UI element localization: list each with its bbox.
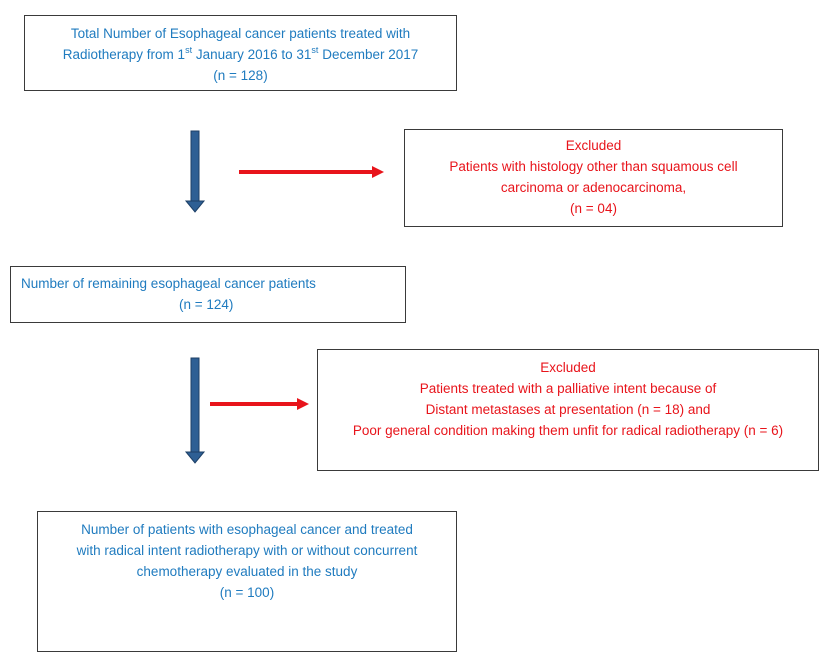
total-patients-line2-part2: January 2016 to 31 [192, 47, 312, 62]
final-patients-box: Number of patients with esophageal cance… [37, 511, 457, 652]
total-patients-line2-part1: Radiotherapy from 1 [62, 47, 186, 62]
excluded-palliative-title: Excluded [540, 360, 596, 375]
excluded-histology-line1: Patients with histology other than squam… [449, 159, 738, 174]
excluded-histology-count: (n = 04) [570, 201, 617, 216]
excluded-histology-box: Excluded Patients with histology other t… [404, 129, 783, 227]
total-patients-box: Total Number of Esophageal cancer patien… [24, 15, 457, 91]
down-arrow-2 [184, 357, 206, 464]
total-patients-count: (n = 128) [213, 68, 268, 83]
right-arrow-2 [210, 398, 309, 410]
excluded-palliative-line3: Poor general condition making them unfit… [352, 423, 784, 438]
final-patients-line2: with radical intent radiotherapy with or… [76, 543, 418, 558]
ordinal-suffix: st [311, 44, 319, 55]
remaining-patients-count: (n = 124) [179, 297, 234, 312]
remaining-patients-line1: Number of remaining esophageal cancer pa… [21, 276, 316, 291]
excluded-histology-line2: carcinoma or adenocarcinoma, [500, 180, 687, 195]
excluded-palliative-line1: Patients treated with a palliative inten… [419, 381, 717, 396]
total-patients-line2: Radiotherapy from 1st January 2016 to 31… [25, 44, 456, 65]
ordinal-suffix: st [185, 44, 193, 55]
total-patients-line2-part3: December 2017 [318, 47, 419, 62]
total-patients-line1: Total Number of Esophageal cancer patien… [70, 26, 411, 41]
final-patients-line1: Number of patients with esophageal cance… [81, 522, 413, 537]
excluded-palliative-line2: Distant metastases at presentation (n = … [425, 402, 711, 417]
down-arrow-1 [184, 130, 206, 213]
final-patients-count: (n = 100) [219, 585, 275, 600]
right-arrow-1 [239, 166, 384, 178]
final-patients-line3: chemotherapy evaluated in the study [136, 564, 358, 579]
excluded-histology-title: Excluded [565, 138, 622, 153]
remaining-patients-box: Number of remaining esophageal cancer pa… [10, 266, 406, 323]
excluded-palliative-box: Excluded Patients treated with a palliat… [317, 349, 819, 471]
